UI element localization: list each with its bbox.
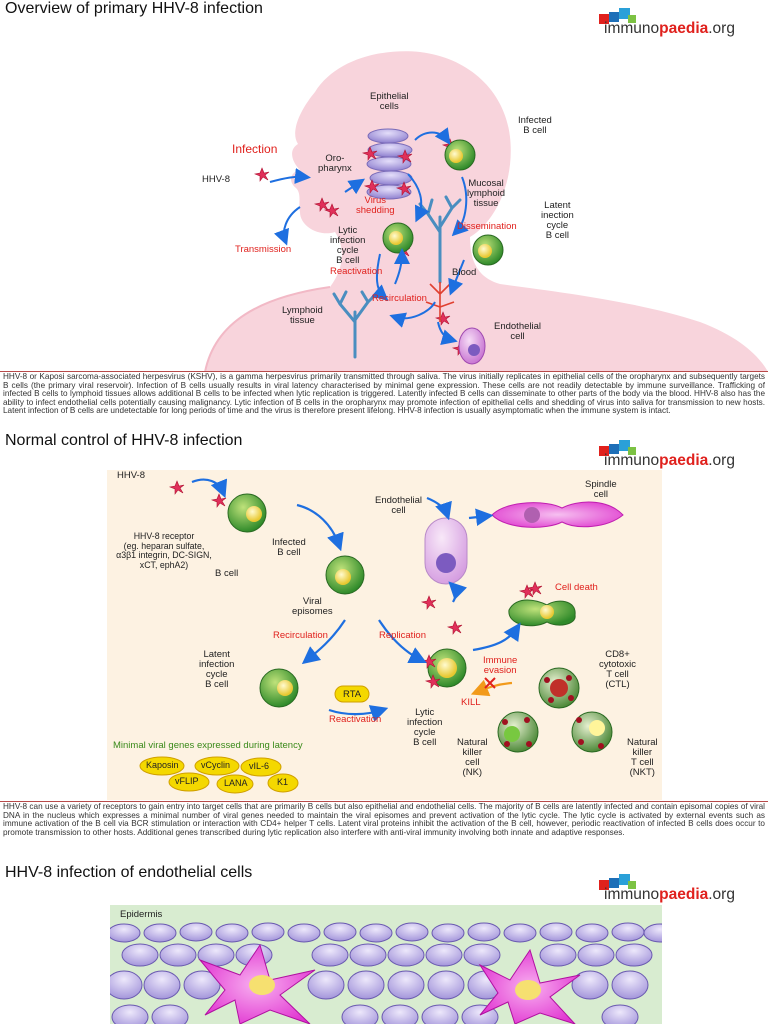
logo-wordmark: immunopaedia.org [604,20,735,37]
gene-lana: LANA [224,778,248,788]
label-b-cell: B cell [215,568,239,579]
label-minimal-viral-genes: Minimal viral genes expressed during lat… [113,740,303,751]
section-title-overview: Overview of primary HHV-8 infection [5,0,263,17]
logo-cubes-icon [599,440,636,456]
overview-paragraph: HHV-8 or Kaposi sarcoma-associated herpe… [3,373,765,416]
label-epidermis: Epidermis [120,909,163,920]
label-kill: KILL [461,697,481,708]
gene-kaposin: Kaposin [146,760,179,770]
label-hhv8-receptor: HHV-8 receptor(eg. heparan sulfate,α3β1 … [116,531,212,570]
epidermis-cells [110,922,662,1024]
label-reactivation-2: Reactivation [329,714,382,725]
gene-vflip: vFLIP [175,776,199,786]
label-reactivation: Reactivation [330,266,383,277]
gene-k1: K1 [277,777,289,787]
immunopaedia-logo[interactable]: immunopaedia.org [597,6,762,40]
gene-vil6: vIL-6 [249,761,270,771]
divider-1 [0,371,768,372]
label-dissemination: Dissemination [457,221,517,232]
logo-cubes-icon [599,874,636,890]
label-cell-death: Cell death [555,582,598,593]
logo-cubes-icon [599,8,636,24]
logo-wordmark: immunopaedia.org [604,452,735,469]
normal-control-diagram: HHV-8 HHV-8 receptor(eg. heparan sulfate… [107,470,662,800]
section-title-normal-control: Normal control of HHV-8 infection [5,432,243,449]
immunopaedia-logo[interactable]: immunopaedia.org [597,438,762,472]
label-transmission: Transmission [235,244,292,255]
endothelial-diagram: Epidermis [110,905,662,1024]
normal-control-paragraph: HHV-8 can use a variety of receptors to … [3,803,765,837]
label-replication: Replication [379,630,426,641]
logo-wordmark: immunopaedia.org [604,886,735,903]
section-title-endothelial: HHV-8 infection of endothelial cells [5,864,253,881]
label-recirculation-2: Recirculation [273,630,328,641]
immunopaedia-logo[interactable]: immunopaedia.org [597,872,762,906]
gene-vcyclin: vCyclin [201,760,231,770]
label-recirculation: Recirculation [372,293,427,304]
divider-2 [0,801,768,802]
label-oropharynx: Oro-pharynx [318,153,352,174]
label-hhv8: HHV-8 [202,174,230,185]
label-rta: RTA [343,689,362,700]
label-infection: Infection [232,142,278,156]
epithelial-cells-stack [366,128,413,200]
label-blood: Blood [452,267,477,278]
label-hhv8-2: HHV-8 [117,470,145,481]
